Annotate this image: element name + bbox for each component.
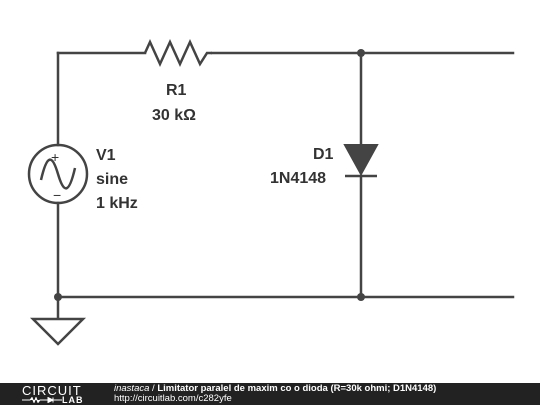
v1-type-label: sine [96,171,128,188]
d1-model-label: 1N4148 [270,170,326,187]
logo-bottom-text: LAB [62,395,84,405]
junction-dot-bottom-left [54,293,62,301]
v1-freq-label: 1 kHz [96,195,138,212]
resistor-r1[interactable] [143,38,212,68]
diode-d1[interactable] [343,144,379,177]
sine-symbol-icon [39,158,77,190]
footer-circuit-title: Limitator paralel de maxim co o dioda (R… [157,383,437,394]
footer-separator: / [149,383,158,394]
circuit-schematic: + − R1 30 kΩ V1 sine 1 kHz D1 1N4148 [27,38,515,346]
footer-text: inastaca / Limitator paralel de maxim co… [114,384,436,404]
minus-sign: − [53,187,61,203]
v1-name-label: V1 [96,147,116,164]
footer-url-link[interactable]: http://circuitlab.com/c282yfe [114,393,232,404]
footer-author[interactable]: inastaca [114,383,150,394]
d1-name-label: D1 [313,146,334,163]
circuitlab-logo[interactable]: CIRCUIT LAB [22,383,100,405]
ground-icon [29,317,87,346]
logo-top-text: CIRCUIT [22,383,82,398]
r1-value-label: 30 kΩ [152,107,196,124]
plus-sign: + [51,149,59,165]
r1-name-label: R1 [166,82,187,99]
junction-dot-bottom-right [357,293,365,301]
logo-wire-icon [22,397,62,403]
footer-bar: CIRCUIT LAB inastaca / Limitator paralel… [0,383,540,405]
voltage-source-v1[interactable] [27,143,89,205]
junction-dot-top [357,49,365,57]
